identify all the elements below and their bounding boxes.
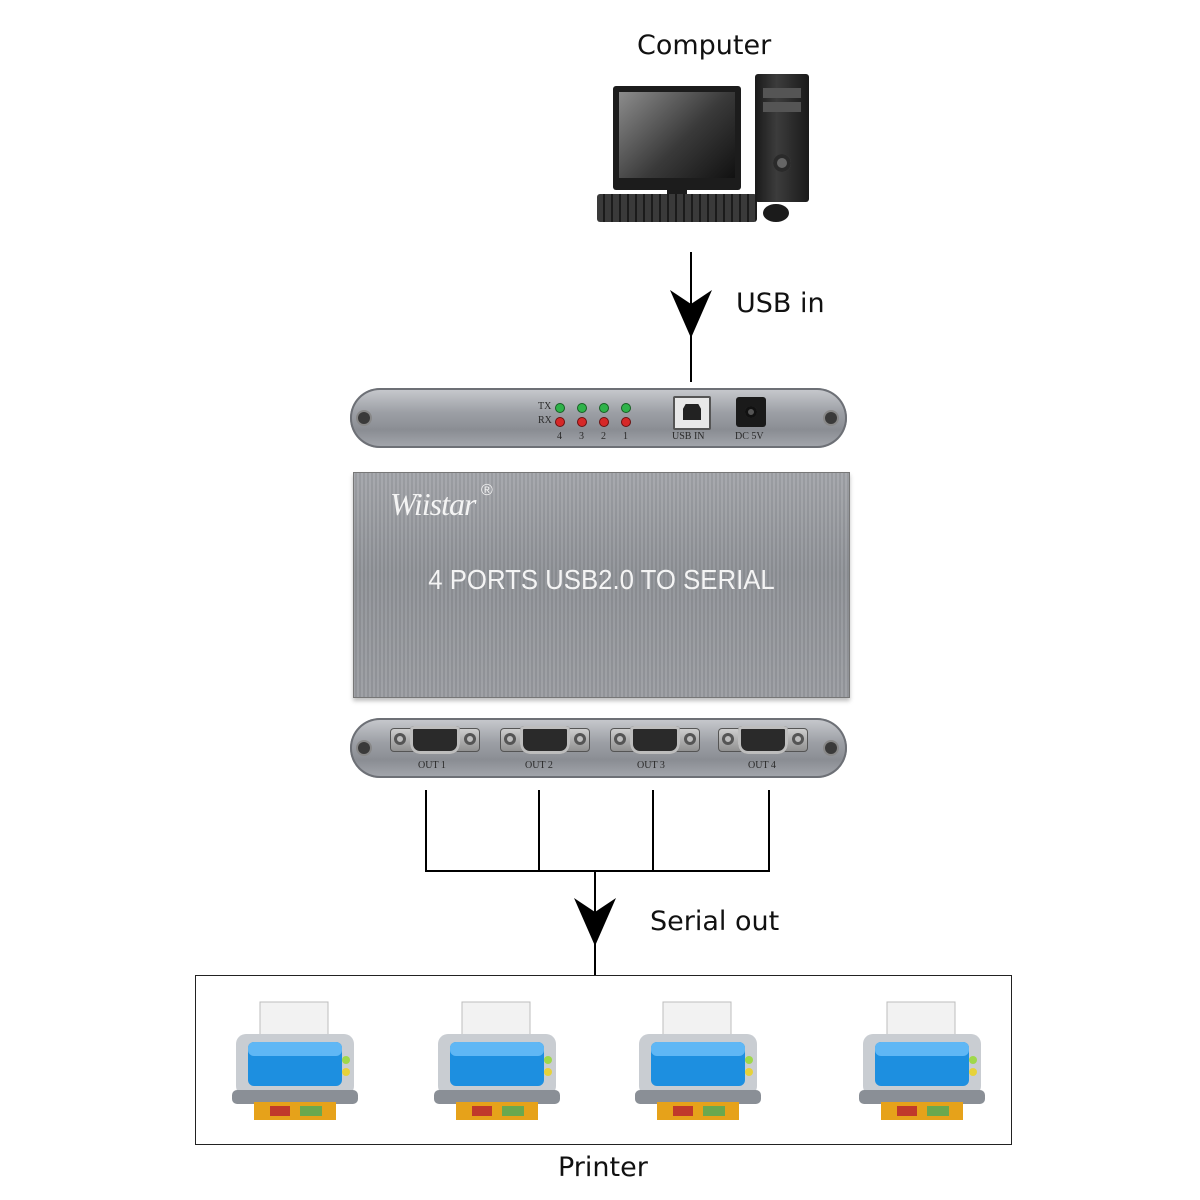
printer-icon xyxy=(434,1001,560,1120)
db9-port-1 xyxy=(390,724,480,756)
printer-icon xyxy=(635,1001,761,1120)
led-tx-2 xyxy=(600,404,608,412)
registered-mark: ® xyxy=(481,482,493,499)
printer-label: Printer xyxy=(558,1152,648,1183)
out-port-label: OUT 2 xyxy=(525,760,553,771)
brand-logo: Wiistar xyxy=(390,486,476,522)
tower xyxy=(755,74,809,202)
dc-power-port xyxy=(736,397,766,427)
device-bottom-panel: OUT 1 OUT 2 OUT 3 OUT 4 xyxy=(350,718,847,778)
led-port-number: 3 xyxy=(579,431,584,442)
led-rx-4 xyxy=(556,418,564,426)
connector-line-2 xyxy=(538,790,540,872)
connector-line-1 xyxy=(425,790,427,872)
printer-icon xyxy=(232,1001,358,1120)
led-tx-3 xyxy=(578,404,586,412)
rx-label: RX xyxy=(538,415,552,426)
dc-port-label: DC 5V xyxy=(735,431,764,442)
computer-icon xyxy=(595,70,815,230)
led-port-number: 1 xyxy=(623,431,628,442)
usb-b-port xyxy=(673,396,711,430)
db9-port-4 xyxy=(718,724,808,756)
led-port-number: 2 xyxy=(601,431,606,442)
keyboard xyxy=(597,194,757,222)
led-tx-4 xyxy=(556,404,564,412)
device-body: Wiistar ® 4 PORTS USB2.0 TO SERIAL xyxy=(353,472,850,698)
serial-out-label: Serial out xyxy=(650,906,780,937)
model-text: 4 PORTS USB2.0 TO SERIAL xyxy=(428,564,775,595)
out-port-label: OUT 4 xyxy=(748,760,776,771)
led-rx-1 xyxy=(622,418,630,426)
screw xyxy=(825,412,837,424)
serial-out-arrow xyxy=(574,898,616,946)
device-top-panel: TX RX 4 3 2 1 USB IN DC 5V xyxy=(350,388,847,448)
screw xyxy=(358,412,370,424)
tx-label: TX xyxy=(538,401,552,412)
led-rx-2 xyxy=(600,418,608,426)
out-port-label: OUT 1 xyxy=(418,760,446,771)
printer-icon xyxy=(859,1001,985,1120)
led-port-number: 4 xyxy=(557,431,562,442)
led-tx-1 xyxy=(622,404,630,412)
computer-label: Computer xyxy=(637,30,772,61)
usb-in-label: USB in xyxy=(736,288,825,319)
monitor-screen xyxy=(619,92,735,178)
out-port-label: OUT 3 xyxy=(637,760,665,771)
connector-line-3 xyxy=(652,790,654,872)
usb-in-arrow xyxy=(670,290,712,338)
screw xyxy=(825,742,837,754)
db9-port-3 xyxy=(610,724,700,756)
usb-in-port-label: USB IN xyxy=(672,431,705,442)
connector-bus xyxy=(425,870,770,872)
led-rx-3 xyxy=(578,418,586,426)
screw xyxy=(358,742,370,754)
connector-line-4 xyxy=(768,790,770,872)
mouse-icon xyxy=(763,204,789,222)
db9-port-2 xyxy=(500,724,590,756)
